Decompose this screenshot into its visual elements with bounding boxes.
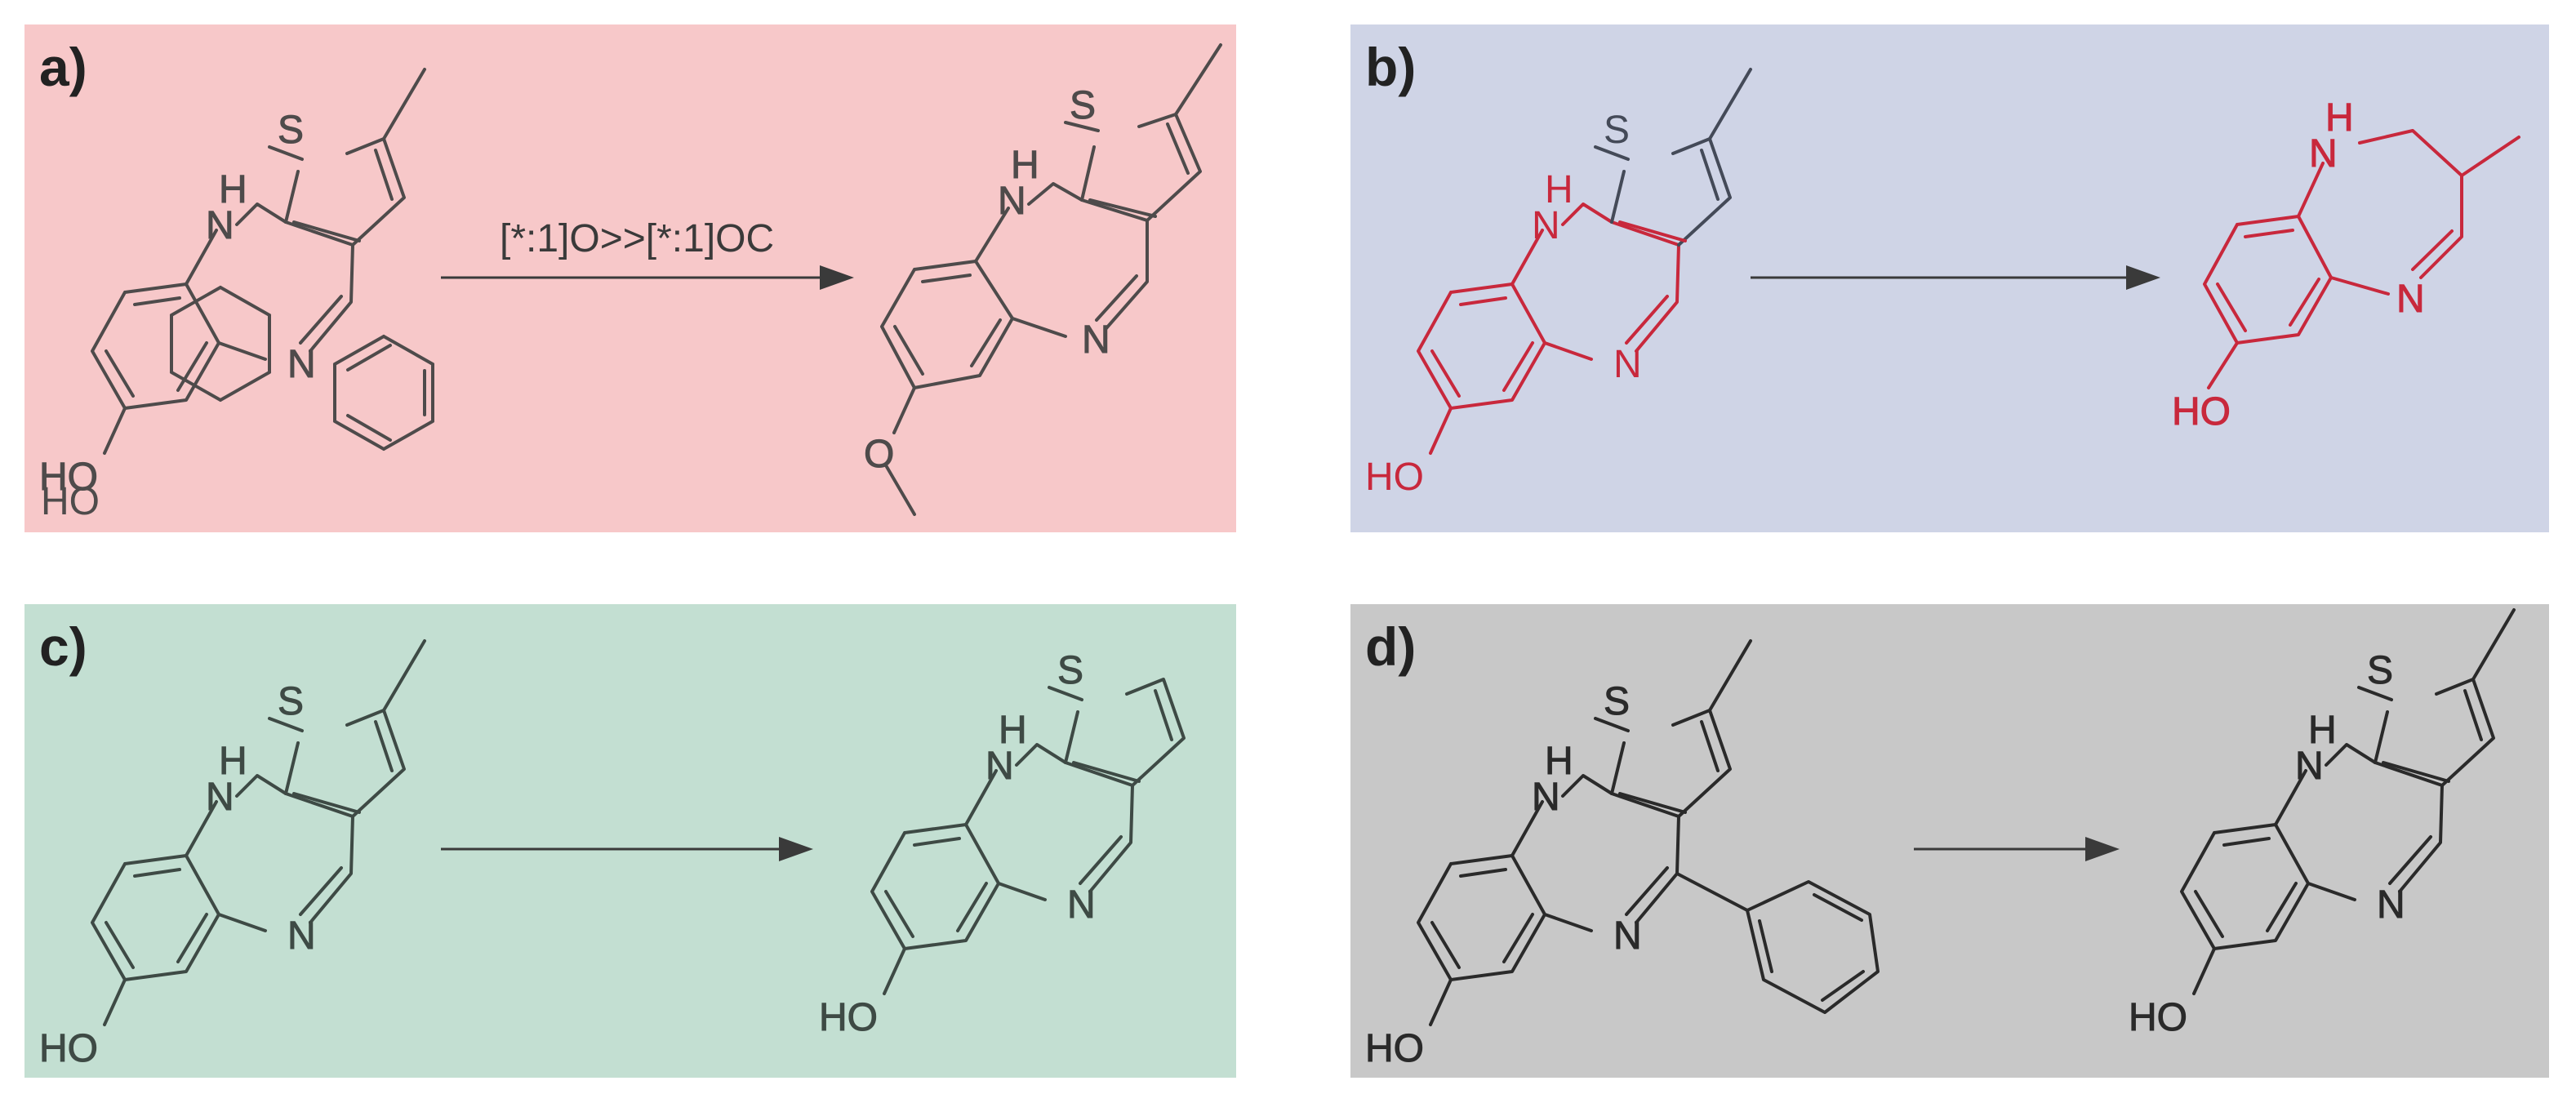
- atom-label: N: [206, 776, 234, 819]
- atom-label: N: [1082, 318, 1110, 362]
- atom-label: H: [1545, 740, 1573, 783]
- atom-label: S: [1604, 109, 1630, 152]
- reactant-molecule-a: S H N N HO: [39, 68, 426, 500]
- reaction-smarts-label: [*:1]O>>[*:1]OC: [500, 217, 774, 260]
- atom-label: N: [287, 343, 316, 386]
- atom-label: S: [1070, 84, 1096, 127]
- atom-label: HO: [2172, 390, 2231, 434]
- atom-label: HO: [39, 1027, 98, 1070]
- atom-label: N: [1532, 204, 1560, 247]
- product-molecule-d: S H N N HO: [2129, 608, 2516, 1040]
- atom-label: S: [2367, 649, 2393, 692]
- atom-label: HO: [1365, 456, 1424, 499]
- atom-label: H: [2325, 96, 2354, 140]
- atom-label: N: [985, 745, 1014, 788]
- atom-label: S: [1057, 649, 1083, 692]
- panel-c: c): [24, 604, 1236, 1078]
- atom-label: N: [2309, 132, 2338, 176]
- atom-label: S: [278, 109, 304, 152]
- atom-label: S: [278, 680, 304, 723]
- atom-label: HO: [41, 480, 100, 523]
- panel-b-label: b): [1365, 37, 1417, 97]
- atom-label: N: [998, 180, 1026, 223]
- atom-label: N: [2396, 278, 2425, 321]
- atom-label: H: [1011, 144, 1039, 187]
- atom-label: N: [287, 914, 316, 958]
- atom-label: S: [1604, 680, 1630, 723]
- atom-label: HO: [1365, 1027, 1424, 1070]
- atom-label: HO: [39, 456, 98, 499]
- panel-a-label: a): [39, 37, 87, 97]
- reactant-molecule-d: S H N N HO: [1365, 639, 1880, 1071]
- panel-d: d): [1350, 604, 2549, 1078]
- product-molecule-b: H N N HO: [2172, 96, 2520, 434]
- atom-label: N: [1613, 343, 1642, 386]
- reactant-molecule-c: S H N N HO: [39, 639, 426, 1071]
- atom-label: N: [1532, 776, 1560, 819]
- atom-label: H: [999, 709, 1027, 752]
- atom-label: H: [1545, 168, 1573, 211]
- panel-d-label: d): [1365, 616, 1417, 677]
- atom-label: H: [2308, 709, 2337, 752]
- atom-label: N: [1067, 883, 1096, 927]
- panel-c-label: c): [39, 616, 87, 677]
- product-molecule-c: S H N N HO: [819, 649, 1186, 1040]
- atom-label: N: [2377, 883, 2405, 927]
- atom-label: H: [219, 168, 247, 211]
- atom-label: H: [219, 740, 247, 783]
- product-molecule-a: S H N N O: [864, 43, 1222, 516]
- panel-a-reaction: HO: [41, 286, 434, 523]
- reactant-molecule-b: S H N N HO: [1365, 68, 1752, 499]
- atom-label: N: [206, 204, 234, 247]
- atom-label: HO: [2129, 996, 2187, 1039]
- atom-label: HO: [819, 996, 878, 1039]
- atom-label: O: [864, 433, 894, 476]
- atom-label: N: [1613, 914, 1642, 958]
- atom-label: N: [2295, 745, 2324, 788]
